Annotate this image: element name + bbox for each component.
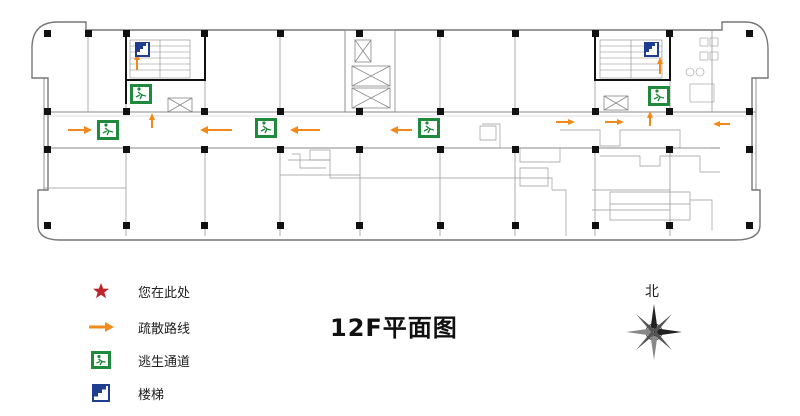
evacuation-arrow — [713, 121, 730, 127]
evacuation-arrow — [390, 126, 412, 134]
legend-label: 楼梯 — [138, 387, 165, 403]
stairs-icon — [644, 42, 659, 57]
evacuation-arrow — [68, 126, 92, 134]
stairs-icon — [135, 42, 150, 57]
evacuation-arrow — [605, 119, 624, 125]
legend-item-escape-route: 逃生通道 — [86, 349, 190, 371]
arrow-right-icon — [89, 322, 114, 332]
evacuation-route — [68, 53, 730, 134]
elevator-core — [167, 29, 629, 113]
emergency-exit-icon — [130, 84, 152, 104]
stair-enclosures — [125, 36, 671, 104]
legend-label: 您在此处 — [138, 285, 191, 301]
evacuation-arrow — [200, 126, 232, 134]
star-icon — [93, 283, 109, 299]
north-label: 北 — [645, 284, 659, 300]
hvac-ducts — [288, 123, 720, 236]
evacuation-arrow — [556, 119, 575, 125]
evacuation-arrow — [290, 126, 320, 134]
emergency-exit-icon — [97, 120, 119, 140]
floor-plan — [31, 21, 769, 241]
emergency-exit-icon — [648, 86, 670, 106]
stairs-icon — [92, 384, 110, 402]
emergency-exit-icon — [91, 351, 111, 369]
legend-item-you-are-here: 您在此处 — [86, 280, 190, 302]
legend-item-evacuation-route: 疏散路线 — [86, 316, 190, 338]
legend-label: 疏散路线 — [138, 321, 191, 337]
outer-walls — [31, 21, 769, 241]
emergency-exit-icon — [255, 118, 277, 138]
legend-item-stairs: 楼梯 — [86, 382, 164, 404]
page-title: 12F平面图 — [330, 314, 458, 342]
restroom-fixtures — [685, 37, 719, 103]
emergency-exit-icon — [418, 118, 440, 138]
compass-rose-icon — [626, 304, 682, 360]
structural-columns — [44, 30, 753, 229]
evacuation-arrow — [149, 113, 155, 128]
evacuation-arrow — [647, 111, 653, 126]
evacuation-arrow — [657, 57, 663, 74]
room-partitions — [44, 30, 713, 236]
legend-label: 逃生通道 — [138, 354, 191, 370]
